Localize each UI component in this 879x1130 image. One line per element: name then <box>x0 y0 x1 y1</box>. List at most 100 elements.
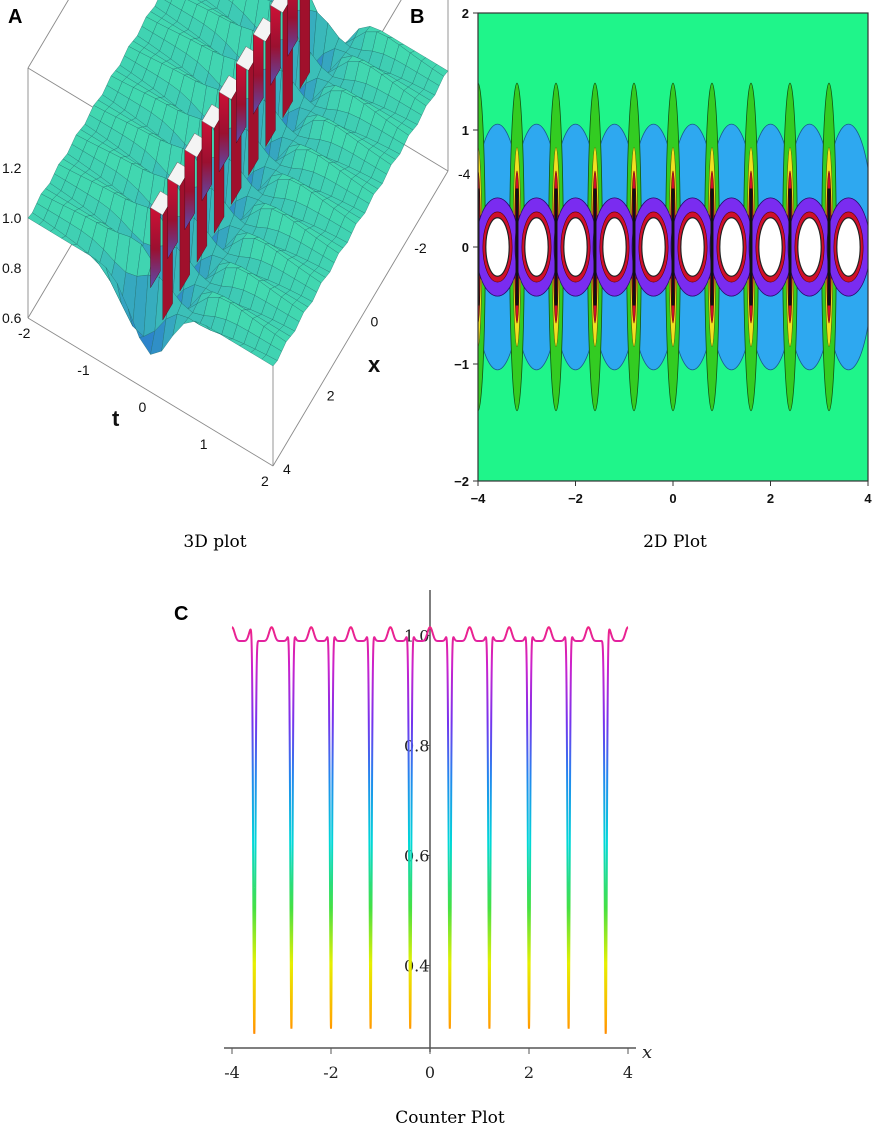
surface-quad <box>328 119 345 129</box>
surface-quad <box>267 0 284 40</box>
surface-quad <box>287 214 303 222</box>
surface-quad <box>284 144 301 157</box>
surface-quad <box>276 7 293 41</box>
surface-quad <box>231 127 247 190</box>
panel-a-caption: 3D plot <box>183 532 247 552</box>
surface-quad <box>105 267 122 305</box>
surface-quad <box>234 256 251 272</box>
peak-cap <box>270 0 291 14</box>
surface-quad <box>274 284 291 294</box>
surface-quad <box>78 150 95 170</box>
contour-purple <box>592 197 637 297</box>
surface-quad <box>297 0 304 14</box>
contour-outer <box>588 123 641 371</box>
peak-wall <box>201 103 212 202</box>
contour-divider <box>478 188 480 306</box>
surface-quad <box>219 127 236 190</box>
surface-quad <box>340 52 358 60</box>
surface-quad <box>140 150 157 177</box>
surface-quad <box>332 61 349 80</box>
surface-quad <box>182 110 198 134</box>
surface-quad <box>172 313 189 337</box>
z-tick-label: 0.8 <box>2 260 22 276</box>
surface-quad <box>273 179 290 199</box>
surface-quad <box>321 108 338 125</box>
y-tick-label: 0 <box>462 240 469 255</box>
surface-quad <box>319 85 336 98</box>
surface-quad <box>138 242 155 298</box>
surface-quad <box>122 122 139 143</box>
surface-quad <box>182 201 199 228</box>
surface-quad <box>237 97 254 160</box>
surface-quad <box>133 83 150 94</box>
surface-quad <box>332 161 350 170</box>
surface-quad <box>244 153 261 178</box>
surface-quad <box>259 166 277 189</box>
surface-quad <box>145 279 162 309</box>
surface-quad <box>100 164 117 186</box>
surface-quad <box>365 26 382 33</box>
surface-quad <box>309 225 326 235</box>
surface-quad <box>323 81 340 89</box>
surface-quad <box>328 76 345 89</box>
surface-quad <box>147 207 164 250</box>
surface-quad <box>250 348 267 360</box>
surface-quad <box>320 230 337 242</box>
surface-quad <box>354 61 371 84</box>
surface-quad <box>310 105 327 119</box>
surface-quad <box>80 172 97 182</box>
surface-quad <box>310 0 326 60</box>
surface-quad <box>285 79 302 119</box>
surface-quad <box>338 37 355 48</box>
surface-quad <box>176 185 193 250</box>
surface-quad <box>377 131 394 149</box>
surface-quad <box>332 109 349 129</box>
surface-quad <box>164 140 181 164</box>
surface-peaks <box>150 0 310 321</box>
surface-quad <box>334 85 351 95</box>
surface-quad <box>244 187 261 204</box>
surface-quad <box>251 226 268 243</box>
surface-quad <box>207 254 224 278</box>
surface-quad <box>217 51 233 75</box>
contour-red-lobe <box>670 170 676 324</box>
surface-quad <box>49 227 67 239</box>
surface-quad <box>164 82 181 107</box>
surface-quad <box>201 0 218 10</box>
surface-quad <box>311 191 328 201</box>
surface-quad <box>304 227 322 239</box>
surface-quad <box>339 125 356 133</box>
surface-quad <box>71 134 88 152</box>
surface-quad <box>252 273 268 281</box>
surface-quad <box>419 89 436 101</box>
surface-quad <box>139 92 156 113</box>
surface-quad <box>105 209 122 236</box>
surface-quad <box>138 169 155 204</box>
x-tick-label: 2 <box>524 1063 534 1082</box>
surface-quad <box>331 236 348 249</box>
surface-quad <box>350 132 367 140</box>
surface-quad <box>209 246 226 263</box>
surface-quad <box>323 119 340 127</box>
surface-quad <box>219 55 236 96</box>
surface-quad <box>150 5 167 19</box>
contour-background <box>478 13 868 481</box>
contour-purple <box>478 197 520 297</box>
surface-quad <box>319 120 336 143</box>
t-tick-label: -2 <box>18 325 31 341</box>
surface-quad <box>85 215 102 223</box>
surface-quad <box>171 104 187 118</box>
contour-red <box>560 211 591 283</box>
y-tick-label: 0.8 <box>404 737 429 756</box>
contour-yellow <box>746 147 756 347</box>
surface-quad <box>259 37 276 71</box>
surface-quad <box>315 191 332 199</box>
surface-quad <box>390 59 407 79</box>
surface-mesh <box>27 0 449 367</box>
contour-core <box>680 217 705 277</box>
y-tick-label: 0.6 <box>404 847 429 866</box>
surface-quad <box>142 126 159 136</box>
surface-quad <box>89 157 106 178</box>
surface-quad <box>280 250 297 258</box>
surface-quad <box>226 95 243 150</box>
